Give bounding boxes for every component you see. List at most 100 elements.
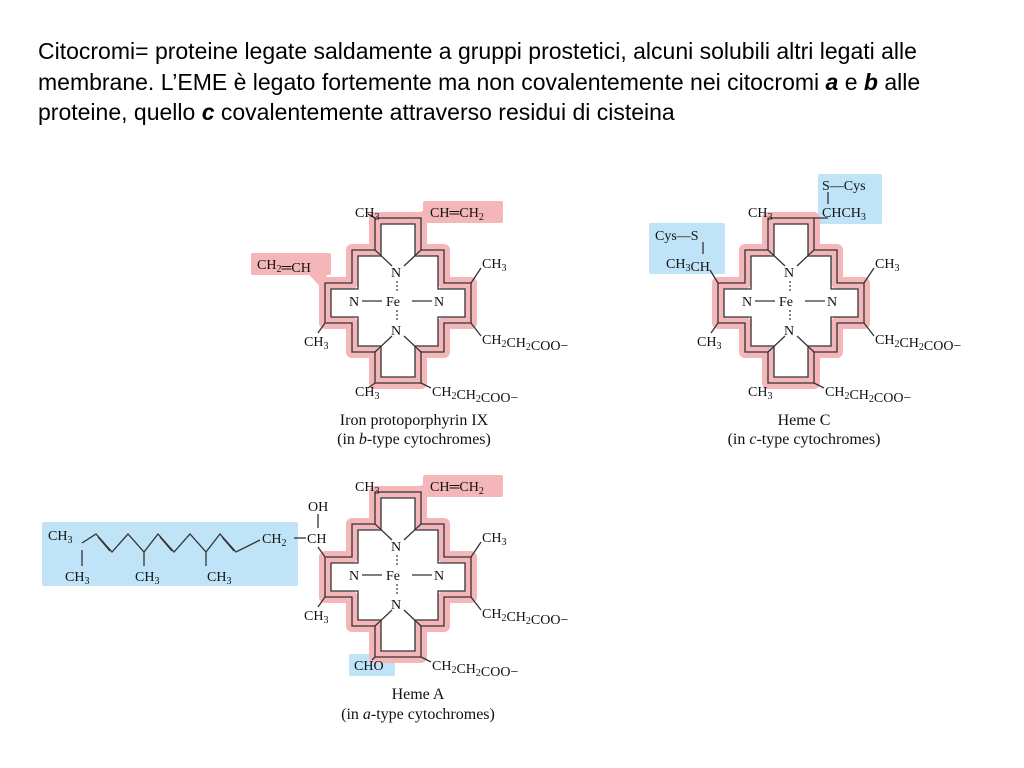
- isoprenoid-highlight: [42, 522, 298, 586]
- caption-suffix-a: -type cytochromes): [371, 706, 495, 723]
- caption-title-heme-a: Heme A: [392, 686, 445, 703]
- heme-c-groups: CH3 S—Cys CHCH3 Cys—S CH3CH CH3 CH3 CH2C…: [655, 179, 961, 406]
- ha-group-top-left: CH3: [355, 480, 379, 497]
- caption-prefix-b: (in: [337, 431, 359, 448]
- hc-bond-n-bottom-left: [767, 335, 786, 353]
- group-bottom-right: CH2CH2COO−: [432, 385, 518, 406]
- ha-bond-methyl-right: [470, 541, 482, 558]
- caption-letter-a: a: [363, 706, 371, 723]
- n-top: N: [391, 266, 401, 281]
- ha-group-top-right: CH═CH2: [430, 480, 484, 497]
- caption-subtitle-heme-a: (in a-type cytochromes): [341, 706, 495, 723]
- ha-group-bottom-right: CH2CH2COO−: [432, 659, 518, 680]
- group-right-upper: CH3: [482, 257, 506, 274]
- ha-group-right-upper: CH3: [482, 531, 506, 548]
- caption-subtitle-heme-c: (in c-type cytochromes): [728, 431, 881, 448]
- vinyl-top-highlight: [423, 201, 503, 223]
- intro-emph-a: a: [825, 68, 839, 95]
- hc-group-left-lower: CH3: [697, 335, 721, 352]
- bond-n-bottom-right: [403, 335, 422, 353]
- isoprenoid-start: CH3: [48, 529, 72, 546]
- hc-group-bottom-left: CH3: [748, 385, 772, 402]
- ha-bond-formyl: [371, 656, 376, 661]
- ha-bond-propionate-bottom: [420, 656, 432, 663]
- caption-letter-b: b: [359, 431, 367, 448]
- hc-bond-n-bottom-right: [796, 335, 815, 353]
- protoporphyrin-ix-structure: N N N N Fe CH3 CH═CH2 CH2═CH CH3 CH3 CH2…: [251, 201, 568, 448]
- hc-bond-propionate-bottom: [813, 382, 825, 389]
- heme-c-structure: N N N N Fe CH3 S—Cys CHCH3 Cys—S CH3CH C…: [649, 174, 961, 448]
- caption-prefix-a: (in: [341, 706, 363, 723]
- bond-methyl-top: [367, 213, 376, 219]
- caption-suffix-c: -type cytochromes): [756, 431, 880, 448]
- bond-methyl-bottom: [367, 382, 376, 389]
- group-left-lower: CH3: [304, 335, 328, 352]
- vinyl-left-link: [306, 263, 330, 288]
- ha-group-right-lower: CH2CH2COO−: [482, 607, 568, 628]
- cys-top-highlight: [818, 174, 882, 224]
- ha-n-top: N: [391, 540, 401, 555]
- caption-letter-c: c: [749, 431, 756, 448]
- hc-bond-propionate-right: [863, 322, 875, 337]
- n-left: N: [349, 295, 359, 310]
- ha-group-bottom-left: CHO: [354, 659, 384, 674]
- heme-a-structure: N N N N Fe CH3 CH═CH2 OH CH2 CH CH3 CH3 …: [42, 475, 568, 723]
- isoprenoid-double-1: [97, 536, 111, 552]
- hc-n-bottom: N: [784, 324, 794, 339]
- bond-propionate-bottom: [420, 382, 432, 389]
- caption-subtitle-protoporphyrin: (in b-type cytochromes): [337, 431, 491, 448]
- hc-group-bottom-right: CH2CH2COO−: [825, 385, 911, 406]
- ha-vinyl-highlight: [423, 475, 503, 497]
- group-right-lower: CH2CH2COO−: [482, 333, 568, 354]
- bond-n-bottom-left: [374, 335, 393, 353]
- intro-part-1: Citocromi= proteine legate saldamente a …: [38, 38, 917, 95]
- ha-bond-n-bottom-left: [374, 609, 393, 627]
- protoporphyrin-bonds: [317, 213, 482, 389]
- ha-bond-n-top-left: [374, 523, 393, 541]
- intro-text: Citocromi= proteine legate saldamente a …: [38, 36, 998, 128]
- vinyl-top-link: [419, 206, 440, 224]
- group-left-upper: CH2═CH: [257, 258, 311, 276]
- ha-group-left-lower: CH3: [304, 609, 328, 626]
- bond-propionate-right: [470, 322, 482, 337]
- ha-bond-propionate-right: [470, 596, 482, 611]
- hc-n-right: N: [827, 295, 837, 310]
- hc-group-left-upper-2: CH3CH: [666, 257, 710, 275]
- hc-n-left: N: [742, 295, 752, 310]
- intro-part-4: covalentemente attraverso residui di cis…: [214, 99, 675, 125]
- isoprenoid-methyl-3: CH3: [207, 570, 231, 587]
- hc-bond-methyl-right: [863, 267, 875, 284]
- caption-prefix-c: (in: [728, 431, 750, 448]
- bond-methyl-left: [317, 322, 326, 334]
- isoprenoid-methyl-2: CH3: [135, 570, 159, 587]
- ha-n-right: N: [434, 569, 444, 584]
- ha-vinyl-link: [419, 480, 440, 498]
- hc-group-left-upper-1: Cys—S: [655, 229, 699, 244]
- ha-n-left: N: [349, 569, 359, 584]
- heme-c-bonds: [702, 192, 875, 389]
- caption-suffix-b: -type cytochromes): [367, 431, 491, 448]
- hc-group-right-lower: CH2CH2COO−: [875, 333, 961, 354]
- hc-bond-methyl-left: [710, 322, 719, 334]
- protoporphyrin-groups: CH3 CH═CH2 CH2═CH CH3 CH3 CH2CH2COO− CH3…: [257, 206, 568, 406]
- hc-bond-n-top-right: [796, 249, 815, 267]
- protoporphyrin-atoms: N N N N Fe: [349, 266, 444, 339]
- group-top-left: CH3: [355, 206, 379, 223]
- bond-n-top-left: [374, 249, 393, 267]
- heme-c-atoms: N N N N Fe: [742, 266, 837, 339]
- ha-fe-center: Fe: [386, 569, 400, 584]
- ha-bond-n-top-right: [403, 523, 422, 541]
- ha-group-chain-ch: CH: [307, 532, 326, 547]
- hc-group-top-right-1: S—Cys: [822, 179, 866, 194]
- ha-bond-methyl-left: [317, 596, 326, 608]
- hc-group-right-upper: CH3: [875, 257, 899, 274]
- porphyrin-inner-ring: [330, 223, 466, 378]
- heme-c-inner-ring: [723, 223, 859, 378]
- heme-a-inner-ring: [330, 497, 466, 652]
- ha-group-chain-ch2: CH2: [262, 532, 286, 549]
- intro-emph-b: b: [863, 68, 878, 95]
- isoprenoid-double-2: [159, 536, 173, 552]
- heme-a-bonds: [81, 491, 482, 663]
- hc-bond-cys-left: [709, 269, 719, 284]
